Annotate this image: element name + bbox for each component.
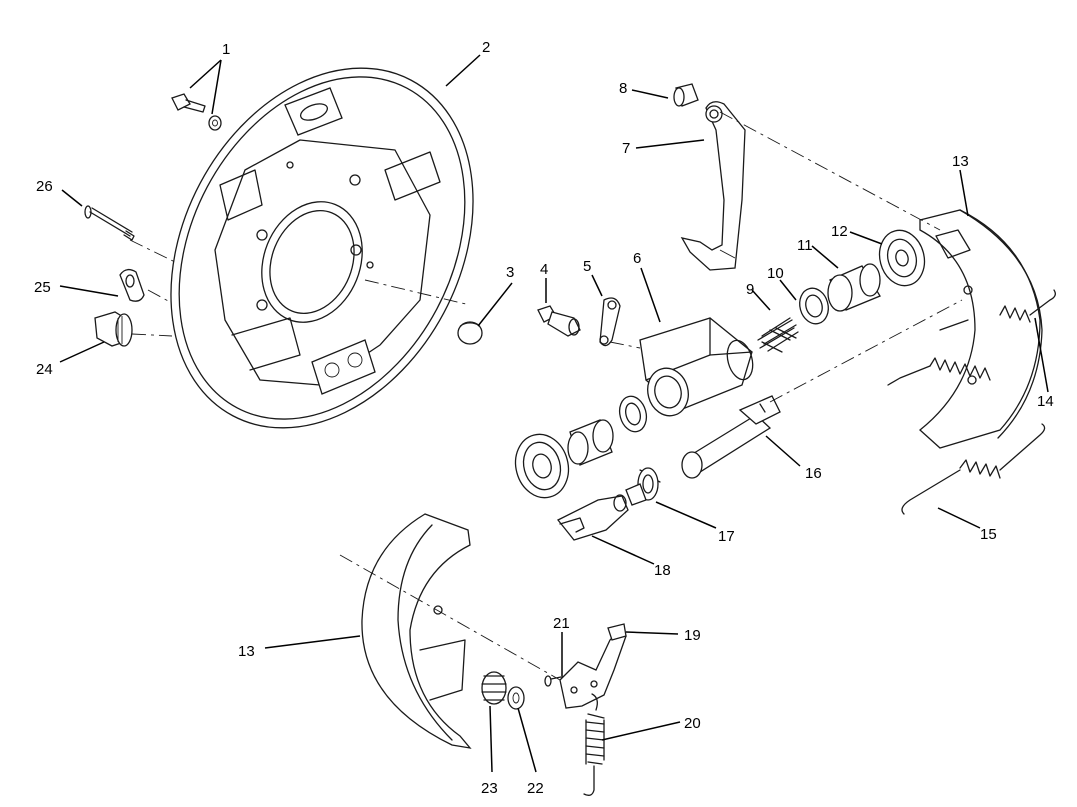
plug xyxy=(94,311,133,347)
callout-labels: 1 2 3 4 5 6 7 8 9 10 11 12 13 14 15 16 1… xyxy=(34,39,1054,797)
parking-brake-lever xyxy=(680,101,746,271)
adjuster-star-wheel xyxy=(625,467,661,506)
mounting-bolt xyxy=(171,93,206,113)
callout-20: 20 xyxy=(684,715,701,732)
callout-19: 19 xyxy=(684,627,701,644)
callout-9: 9 xyxy=(746,281,754,298)
callout-23: 23 xyxy=(481,780,498,797)
return-spring-lower xyxy=(901,423,1046,515)
callout-7: 7 xyxy=(622,140,630,157)
grommet xyxy=(119,268,145,302)
bleeder-screw xyxy=(537,305,581,337)
callout-25: 25 xyxy=(34,279,51,296)
return-spring-upper xyxy=(887,289,1056,386)
cylinder-boot xyxy=(878,229,926,287)
connecting-link xyxy=(599,297,621,347)
callout-3: 3 xyxy=(506,264,514,281)
callout-2: 2 xyxy=(482,39,490,56)
leader-lines xyxy=(59,54,1049,773)
callout-12: 12 xyxy=(831,223,848,240)
cylinder-piston xyxy=(827,263,881,312)
callout-13-lower: 13 xyxy=(238,643,255,660)
callout-22: 22 xyxy=(527,780,544,797)
adjuster-screw xyxy=(681,395,781,479)
callout-8: 8 xyxy=(619,80,627,97)
cup xyxy=(618,395,648,433)
alignment-lines xyxy=(129,111,963,681)
backing-plate xyxy=(170,67,474,429)
boot xyxy=(514,433,570,499)
callout-16: 16 xyxy=(805,465,822,482)
callout-10: 10 xyxy=(767,265,784,282)
piston-cup xyxy=(799,287,829,325)
callout-11: 11 xyxy=(797,237,813,254)
washer xyxy=(507,686,525,710)
callout-14: 14 xyxy=(1037,393,1054,410)
brake-shoe-upper xyxy=(918,209,1043,449)
callout-21: 21 xyxy=(553,615,570,632)
callout-1: 1 xyxy=(222,41,230,58)
callout-13-upper: 13 xyxy=(952,153,969,170)
wheel-cylinder xyxy=(639,317,754,417)
adjuster-spring xyxy=(481,671,507,705)
callout-26: 26 xyxy=(36,178,53,195)
piston xyxy=(567,419,614,466)
callout-4: 4 xyxy=(540,261,548,278)
lock-washer xyxy=(208,115,222,131)
adjuster-lever xyxy=(559,623,627,709)
adjuster-return-spring xyxy=(583,693,605,796)
cylinder-spring xyxy=(757,317,799,353)
callout-17: 17 xyxy=(718,528,735,545)
callout-5: 5 xyxy=(583,258,591,275)
adjuster-socket xyxy=(556,494,629,541)
callout-15: 15 xyxy=(980,526,997,543)
callout-18: 18 xyxy=(654,562,671,579)
lever-pin xyxy=(673,83,699,107)
hold-down-pin xyxy=(84,205,135,241)
callout-24: 24 xyxy=(36,361,53,378)
callout-6: 6 xyxy=(633,250,641,267)
brake-shoe-lower xyxy=(361,513,472,749)
